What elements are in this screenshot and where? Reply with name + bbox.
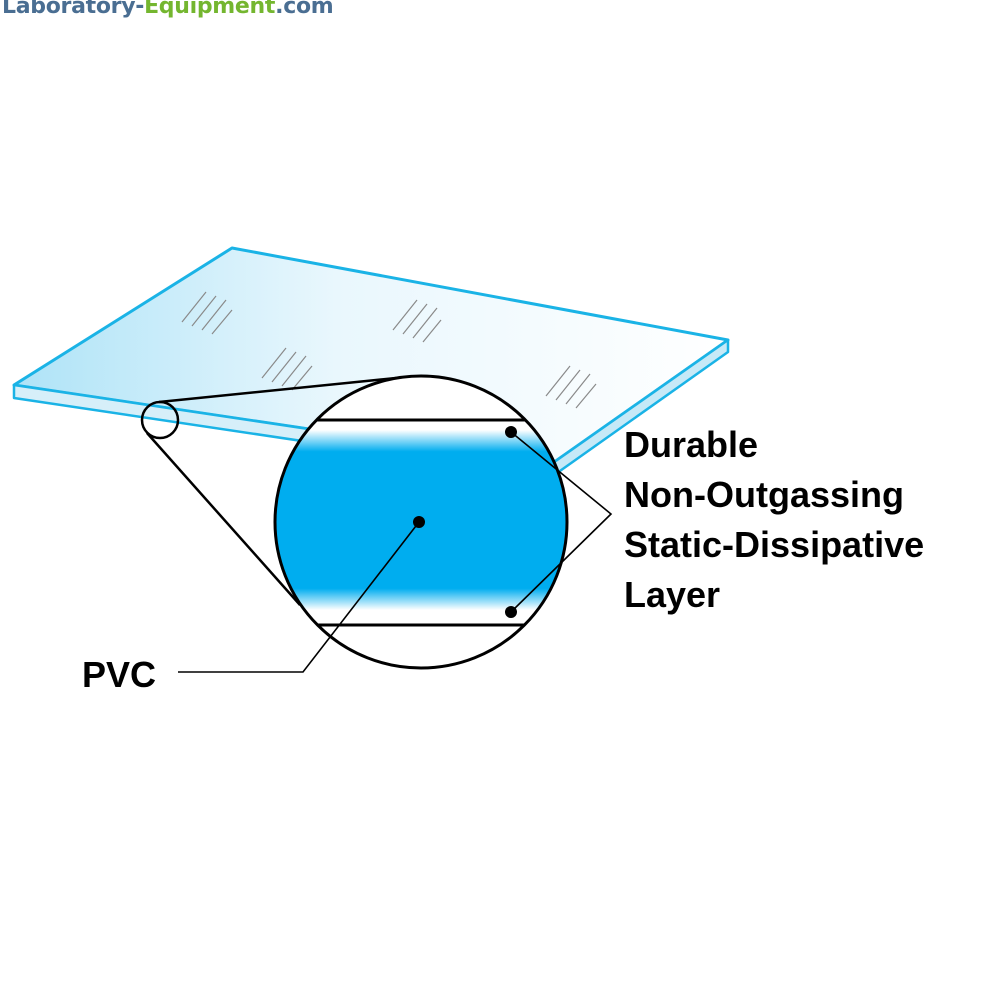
- site-logo: Laboratory-Equipment.com: [2, 0, 334, 19]
- glare-marks: [181, 291, 597, 409]
- logo-text-com: .com: [275, 0, 334, 19]
- logo-text-laboratory: Laboratory-: [2, 0, 145, 19]
- pointer-dot-bottom-layer: [505, 606, 517, 618]
- glare-mark: [261, 347, 313, 391]
- leader-line-layer: [510, 431, 613, 613]
- glare-mark: [181, 291, 233, 335]
- magnified-circle-outline: [273, 374, 569, 670]
- glare-mark: [392, 299, 442, 343]
- label-line: Non-Outgassing: [624, 474, 904, 515]
- zoom-line-bottom: [146, 432, 301, 606]
- zoom-line-top: [158, 375, 407, 404]
- leader-line-pvc: [178, 521, 420, 673]
- label-line: Durable: [624, 424, 759, 465]
- label-pvc: PVC: [82, 654, 157, 695]
- glare-mark: [545, 365, 597, 409]
- label-line: Layer: [624, 574, 721, 615]
- label-line: Static-Dissipative: [624, 524, 925, 565]
- label-static-dissipative-layer: Durable Non-Outgassing Static-Dissipativ…: [624, 420, 924, 620]
- logo-text-equipment: Equipment: [144, 0, 276, 19]
- pointer-dot-top-layer: [505, 426, 517, 438]
- pointer-dot-pvc: [413, 516, 425, 528]
- pvc-core-band: [275, 430, 567, 610]
